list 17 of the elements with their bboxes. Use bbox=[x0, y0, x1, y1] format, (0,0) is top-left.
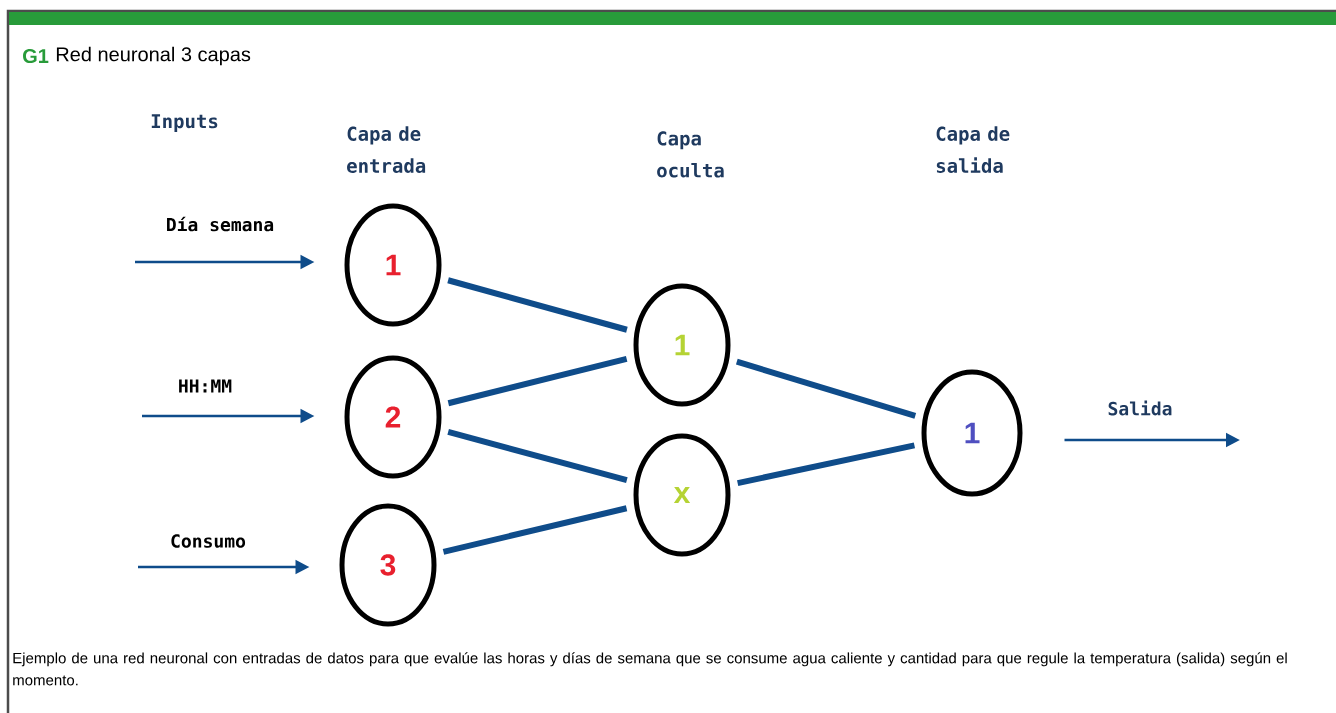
layer-heading: Capa de entrada bbox=[347, 126, 426, 173]
connection-line bbox=[735, 358, 917, 419]
edge-label: Día semana bbox=[164, 215, 276, 233]
edge-label: Consumo bbox=[169, 533, 247, 549]
layer-heading: Capa de salida bbox=[936, 126, 1010, 173]
connection-line bbox=[447, 429, 628, 483]
connection-line bbox=[442, 505, 628, 555]
connection-line bbox=[737, 442, 916, 487]
edge-label: Salida bbox=[1106, 399, 1174, 417]
connection-line bbox=[447, 277, 628, 333]
layer-heading: Inputs bbox=[151, 114, 218, 132]
layer-heading: Capa oculta bbox=[657, 131, 724, 178]
connection-line bbox=[447, 355, 628, 407]
edge-label: HH:MM bbox=[176, 378, 234, 394]
figure-number: G1 bbox=[23, 48, 49, 64]
title: Red neuronal 3 capas bbox=[56, 46, 251, 66]
caption: Ejemplo de una red neuronal con entradas de datos para que evalúe las horas y días de semana que se consume agua caliente y cantidad para que regule la temperatura (salida) según el momento. bbox=[13, 652, 1287, 686]
